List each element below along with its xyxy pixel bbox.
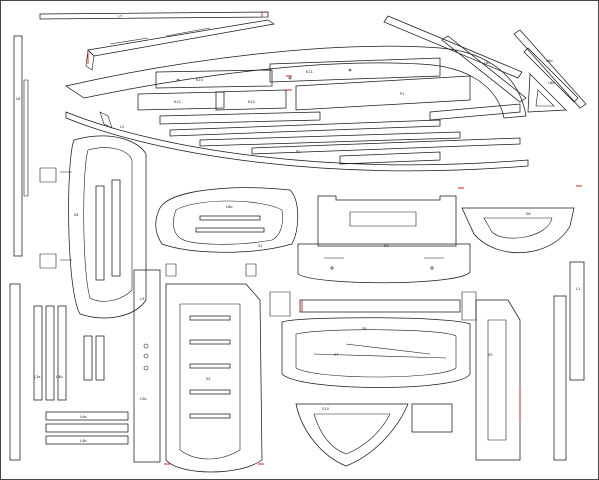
center-vertical-strip: L5 L5b xyxy=(133,269,161,463)
long-plank-upper xyxy=(85,19,275,71)
strip-small-a-label: L3a xyxy=(34,375,41,379)
lower-left-frame-part: S5 xyxy=(164,283,264,473)
long-plank-lower xyxy=(65,111,529,172)
long-plank-a-label: P1 xyxy=(400,92,404,96)
right-strip-a-label: L6c xyxy=(484,61,490,65)
frame-left-label: S4 xyxy=(74,213,79,217)
center-deck-large-part: S8 S7 xyxy=(281,299,471,388)
right-frame-part: S6 xyxy=(458,185,582,253)
rib-set: K10 K11 K12 K13 P1 xyxy=(137,57,471,111)
rib-b-label: K11 xyxy=(306,70,313,74)
strip-bottom-b-label: L4b xyxy=(80,439,87,443)
right-tall-part: S9 L1 xyxy=(475,261,585,461)
strip-bottom-a-label: L4a xyxy=(80,415,87,419)
strip-small-b-label: L3b xyxy=(56,375,63,379)
strip-center-a-label: L5 xyxy=(140,297,144,301)
rib-c-label: K12 xyxy=(174,100,181,104)
deck-center-label: S8 xyxy=(362,327,367,331)
long-plank-b-label: P2 xyxy=(296,150,300,154)
frame-upper-inner-label: L6b xyxy=(226,205,233,209)
deck-right-label: S9 xyxy=(488,353,493,357)
deck-center-inner-label: S7 xyxy=(334,353,339,357)
deck-left-label: S5 xyxy=(206,377,211,381)
frame-upper-label: S1 xyxy=(258,244,263,248)
strip-center-b-label: L5b xyxy=(140,397,147,401)
narrow-planks: P2 xyxy=(159,103,521,165)
left-strip-part: L6 xyxy=(13,35,29,257)
upper-frame-part: L6b S1 xyxy=(155,187,299,253)
side-label: L2 xyxy=(120,125,124,129)
top-strip-part: L7 xyxy=(39,11,269,20)
right-strip-b-label: L6d xyxy=(546,59,553,63)
left-frame-part: S4 xyxy=(60,135,147,319)
right-strips: L6c L6d L6e xyxy=(383,15,587,113)
stern-part: S10 xyxy=(295,403,453,467)
frame-mid-label: S3 xyxy=(384,244,389,248)
frame-right-label: S6 xyxy=(526,212,531,216)
right-strip-c-label: L6e xyxy=(548,81,555,85)
top-strip-label: L7 xyxy=(118,15,122,19)
keel-label: L1 xyxy=(576,287,580,291)
rib-d-label: K13 xyxy=(248,100,255,104)
center-deck-part: S3 xyxy=(297,195,471,284)
stern-label: S10 xyxy=(322,407,330,411)
left-strip-label: L6 xyxy=(16,97,21,101)
bottom-strips: L4a L4b xyxy=(45,411,129,445)
rib-a-label: K10 xyxy=(196,78,204,82)
tab-connectors xyxy=(39,167,477,321)
left-small-strips: L3a L3b xyxy=(9,283,105,461)
